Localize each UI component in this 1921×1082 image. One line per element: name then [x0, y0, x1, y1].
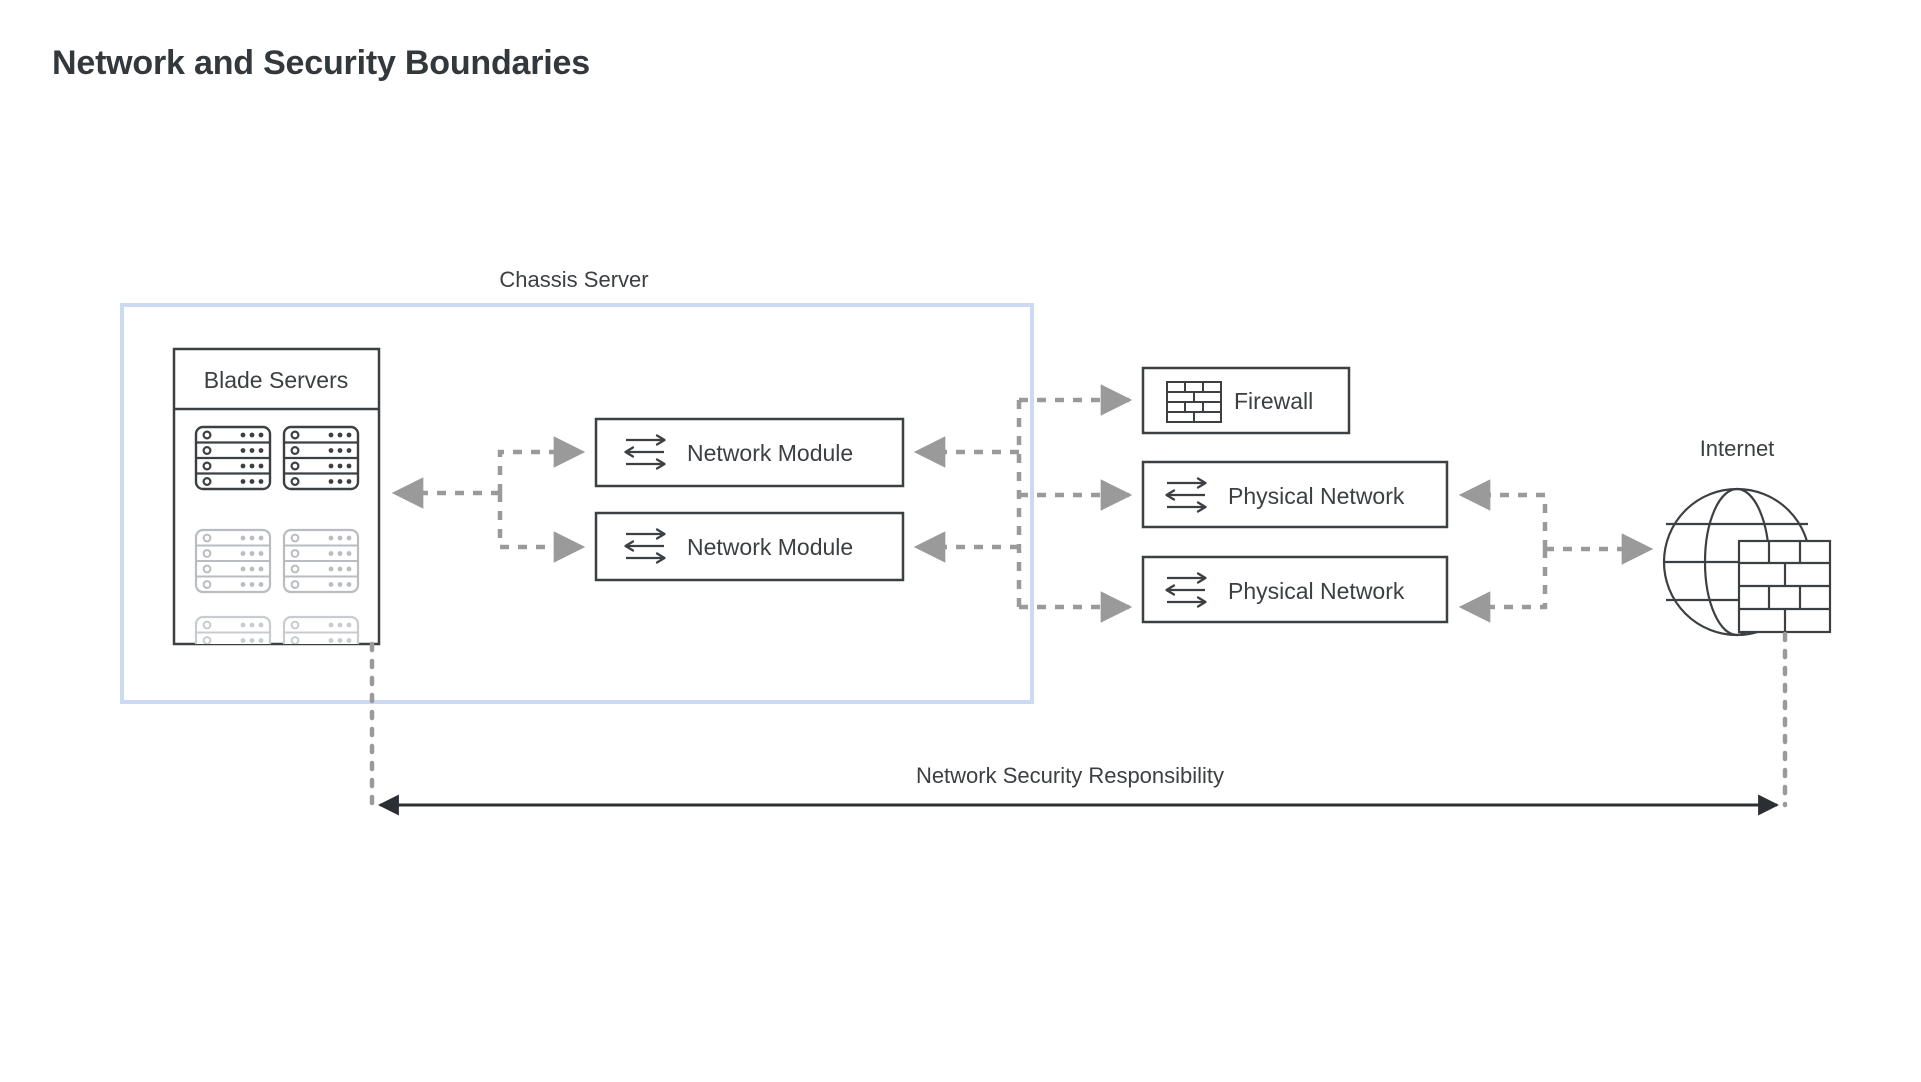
connector-internet-to-physical-2	[1458, 549, 1548, 623]
network-switch-icon	[1165, 572, 1207, 608]
connectors-physical-internet	[1458, 479, 1654, 623]
node-network-module-1[interactable]: Network Module	[594, 417, 905, 488]
blade-servers-box[interactable]	[172, 347, 381, 646]
server-rack-icon	[194, 528, 272, 594]
node-physical-network-2[interactable]: Physical Network	[1141, 555, 1449, 624]
node-internet[interactable]: Internet	[1662, 436, 1832, 637]
brick-wall-icon	[1166, 381, 1222, 423]
network-switch-icon	[624, 434, 666, 470]
physical-network-2-label: Physical Network	[1228, 578, 1405, 604]
group-chassis-server[interactable]: Chassis Server	[120, 267, 1034, 704]
server-rack-icon	[282, 528, 360, 594]
group-label-chassis-server: Chassis Server	[499, 267, 648, 292]
node-firewall[interactable]: Firewall	[1141, 366, 1351, 435]
page-title: Network and Security Boundaries	[52, 44, 590, 82]
server-rack-icon	[194, 615, 272, 644]
globe-firewall-icon	[1662, 487, 1832, 637]
node-blade-servers[interactable]: Blade Servers	[172, 347, 381, 679]
node-network-module-2[interactable]: Network Module	[594, 511, 905, 582]
firewall-label: Firewall	[1234, 388, 1313, 414]
network-switch-icon	[1165, 477, 1207, 513]
physical-network-1-label: Physical Network	[1228, 483, 1405, 509]
connectors-blades-modules	[391, 436, 586, 563]
blade-rack-grid	[194, 425, 360, 644]
server-rack-icon	[282, 615, 360, 644]
network-module-2-label: Network Module	[687, 534, 853, 560]
node-physical-network-1[interactable]: Physical Network	[1141, 460, 1449, 529]
connector-blades-to-module-2	[497, 493, 586, 563]
network-module-1-label: Network Module	[687, 440, 853, 466]
internet-label: Internet	[1700, 436, 1775, 461]
network-switch-icon	[624, 528, 666, 564]
chassis-server-boundary[interactable]	[120, 303, 1034, 704]
connector-blades-to-module-1	[497, 436, 586, 493]
blade-servers-label: Blade Servers	[204, 367, 348, 393]
connectors-modules-external	[913, 384, 1133, 623]
span-network-security-responsibility: Network Security Responsibility	[369, 631, 1788, 816]
server-rack-icon	[194, 425, 272, 491]
server-rack-icon	[282, 425, 360, 491]
connector-internet-to-physical-1	[1458, 479, 1548, 549]
physical-network-2-box[interactable]	[1141, 555, 1449, 624]
span-label: Network Security Responsibility	[916, 763, 1224, 788]
